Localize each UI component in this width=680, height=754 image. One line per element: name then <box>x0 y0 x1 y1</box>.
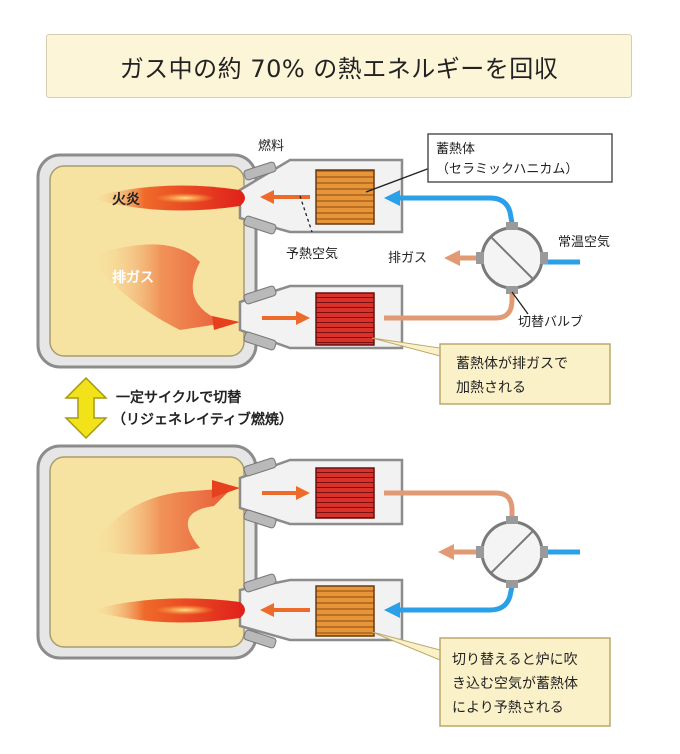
bottom-system: 切り替えると炉に吹 き込む空気が蓄熱体 により予熱される <box>36 444 611 727</box>
storage-label-line-1: 蓄熱体 <box>436 142 475 157</box>
storage-body-bottom-lower <box>315 585 375 637</box>
fuel-nozzle-bottom-lower <box>243 573 277 649</box>
storage-body-bottom-upper <box>315 467 375 519</box>
exhaust-swirl-bottom <box>90 480 240 555</box>
preheated-air-label: 予熱空気 <box>286 246 338 262</box>
fuel-nozzle-lower <box>243 285 277 351</box>
exhaust-furnace-label: 排ガス <box>112 269 154 286</box>
top-system: 蓄熱体が排ガスで 加熱される 蓄熱体 （セラミックハニカム） 燃料 火炎 排ガス… <box>36 133 613 405</box>
flame-top <box>90 185 245 211</box>
cycle-label-line-2: （リジェネレイティブ燃焼） <box>112 411 293 428</box>
callout-heated-line-1: 蓄熱体が排ガスで <box>456 356 568 372</box>
switch-valve-label: 切替バルブ <box>518 314 583 330</box>
switch-valve-bottom <box>476 516 548 588</box>
double-arrow-icon <box>64 376 108 440</box>
flame-label: 火炎 <box>112 192 140 208</box>
callout-preheat-line-2: き込む空気が蓄熱体 <box>452 676 578 692</box>
storage-label-box: 蓄熱体 （セラミックハニカム） <box>427 133 613 183</box>
callout-preheat: 切り替えると炉に吹 き込む空気が蓄熱体 により予熱される <box>371 631 611 727</box>
fuel-nozzle-top <box>243 161 277 235</box>
storage-label-line-2: （セラミックハニカム） <box>436 162 578 177</box>
callout-heated: 蓄熱体が排ガスで 加熱される <box>371 337 611 405</box>
fuel-label: 燃料 <box>258 138 284 154</box>
storage-body-top-lower <box>315 292 375 346</box>
fuel-nozzle-bottom-upper <box>243 457 277 529</box>
callout-preheat-line-1: 切り替えると炉に吹 <box>452 652 578 668</box>
switch-valve-top <box>476 222 548 294</box>
ambient-air-label: 常温空気 <box>558 234 610 250</box>
flame-bottom <box>90 598 245 623</box>
exhaust-swirl-top <box>90 244 240 330</box>
exhaust-out-label: 排ガス <box>388 251 427 266</box>
title-banner: ガス中の約 70% の熱エネルギーを回収 <box>46 34 632 98</box>
page-title: ガス中の約 70% の熱エネルギーを回収 <box>119 54 559 83</box>
callout-heated-line-2: 加熱される <box>456 380 526 396</box>
callout-preheat-line-3: により予熱される <box>452 700 564 716</box>
cycle-switch-indicator: 一定サイクルで切替 （リジェネレイティブ燃焼） <box>64 376 293 440</box>
storage-body-top-upper <box>315 169 375 225</box>
cycle-label-line-1: 一定サイクルで切替 <box>116 389 242 406</box>
